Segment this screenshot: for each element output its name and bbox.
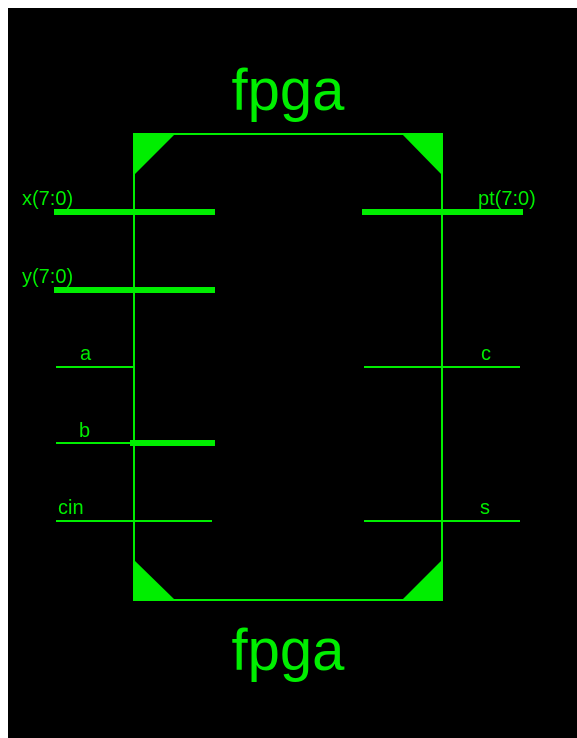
pin-label-x: x(7:0) <box>22 188 73 210</box>
pin-label-cin: cin <box>58 497 84 519</box>
pin-label-c: c <box>481 343 491 365</box>
corner-marker-bottom-left <box>134 560 175 600</box>
pin-label-a: a <box>80 343 92 365</box>
pin-label-pt: pt(7:0) <box>478 188 536 210</box>
pin-label-y: y(7:0) <box>22 266 73 288</box>
schematic-background <box>8 8 577 738</box>
pin-label-s: s <box>480 497 490 519</box>
corner-marker-top-left <box>134 134 175 175</box>
corner-marker-bottom-right <box>402 560 442 600</box>
pin-label-b: b <box>79 420 90 442</box>
title-top: fpga <box>232 58 346 123</box>
title-bottom: fpga <box>232 618 346 683</box>
corner-marker-top-right <box>402 134 442 175</box>
